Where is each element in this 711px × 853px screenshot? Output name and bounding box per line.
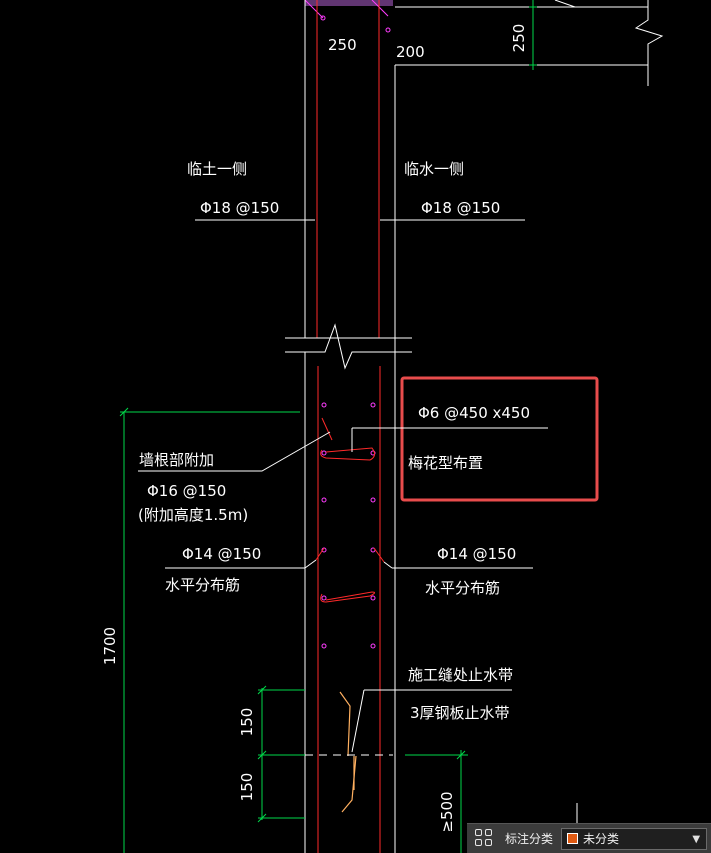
dim-1700: 1700 bbox=[101, 627, 119, 665]
category-value: 未分类 bbox=[583, 832, 620, 846]
tie-spec: Φ6 @450 x450 bbox=[418, 404, 530, 422]
rebar-water-side: Φ18 @150 bbox=[421, 199, 500, 217]
rebar-soil-side: Φ18 @150 bbox=[200, 199, 279, 217]
label-soil-side: 临土一侧 bbox=[187, 160, 247, 178]
leader-line bbox=[304, 559, 317, 569]
wall-outline-lower bbox=[304, 352, 381, 853]
horiz-right-rebar: Φ14 @150 bbox=[437, 545, 516, 563]
horiz-left-rebar: Φ14 @150 bbox=[182, 545, 261, 563]
point-marker bbox=[320, 15, 326, 21]
annotation-category-bar: 标注分类 未分类 ▼ bbox=[467, 823, 711, 853]
leader-line bbox=[383, 561, 393, 569]
horiz-left-label: 水平分布筋 bbox=[165, 576, 240, 594]
rebar-points bbox=[321, 402, 376, 649]
chevron-down-icon[interactable]: ▼ bbox=[692, 833, 701, 845]
wall-outline-upper bbox=[304, 0, 380, 338]
point-marker bbox=[385, 27, 391, 33]
waterstop-label: 3厚钢板止水带 bbox=[410, 704, 510, 722]
dim-150-upper: 150 bbox=[238, 708, 256, 737]
dim-1700-group bbox=[119, 407, 300, 853]
dim-150-group bbox=[257, 685, 305, 823]
category-color-swatch bbox=[567, 833, 579, 844]
dim-500-group bbox=[405, 750, 468, 853]
grid-icon[interactable] bbox=[475, 828, 495, 849]
root-label: 墙根部附加 bbox=[139, 451, 214, 469]
break-line bbox=[285, 323, 412, 370]
highlight-box[interactable] bbox=[400, 376, 599, 502]
category-select[interactable]: 未分类 ▼ bbox=[561, 827, 708, 850]
tie-layout: 梅花型布置 bbox=[408, 454, 483, 472]
dim-150-lower: 150 bbox=[238, 773, 256, 802]
leader-line bbox=[138, 431, 331, 472]
waterstop-plate bbox=[339, 691, 357, 813]
tie-hooks bbox=[315, 417, 385, 603]
joint-label: 施工缝处止水带 bbox=[408, 666, 513, 684]
dim-250-top: 250 bbox=[328, 36, 357, 54]
dim-250-vertical: 250 bbox=[510, 24, 528, 53]
leader-line bbox=[351, 689, 365, 753]
top-slab bbox=[304, 0, 664, 853]
horiz-right-label: 水平分布筋 bbox=[425, 579, 500, 597]
dim-500: ≥500 bbox=[438, 791, 456, 832]
label-water-side: 临水一侧 bbox=[404, 160, 464, 178]
dim-250-vertical-group bbox=[529, 0, 537, 70]
dim-200: 200 bbox=[396, 43, 425, 61]
category-label: 标注分类 bbox=[505, 832, 554, 846]
root-rebar: Φ16 @150 bbox=[147, 482, 226, 500]
root-height: (附加高度1.5m) bbox=[138, 506, 248, 524]
